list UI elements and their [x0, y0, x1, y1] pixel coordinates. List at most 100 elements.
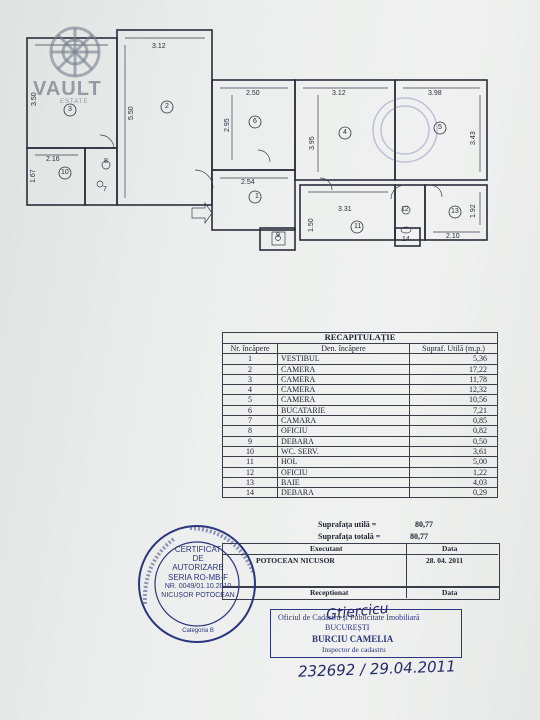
dim-label: 5.50 — [128, 106, 135, 120]
suprafata-utila-label: Suprafața utilă = — [318, 520, 377, 529]
room-number-cell: 7 — [222, 415, 278, 427]
room-14-outline — [394, 227, 421, 247]
room-area-cell: 0,85 — [409, 415, 498, 427]
col-header: Nr. încăpere — [222, 342, 278, 355]
room-number: 10 — [61, 169, 69, 176]
floor-plan — [26, 26, 488, 251]
room-name-cell: CAMARA — [277, 415, 410, 427]
col-header: Supraf. Utilă (m.p.) — [409, 342, 498, 355]
dim-label: 1.67 — [30, 169, 37, 183]
room-number: 4 — [343, 129, 347, 136]
room-number: 9 — [276, 232, 280, 239]
room-name-cell: BAIE — [277, 476, 410, 489]
room-area-cell: 3,61 — [409, 445, 498, 458]
dim-label: 2.95 — [224, 118, 231, 132]
room-area-cell: 0,50 — [409, 435, 498, 447]
room-1-outline — [211, 169, 296, 231]
room-number: 14 — [402, 236, 410, 243]
dim-label: 2.10 — [446, 233, 460, 240]
room-number: 6 — [253, 118, 257, 125]
dim-label: 3.50 — [31, 92, 38, 106]
room-area-cell: 1,22 — [409, 466, 498, 478]
executant-name: POTOCEAN NICUSOR — [256, 556, 335, 565]
logo-sub: ESTATE — [60, 99, 89, 105]
dim-label: 3.12 — [332, 90, 346, 97]
room-number-cell: 12 — [222, 466, 278, 478]
room-9-outline — [259, 227, 296, 251]
room-area-cell: 5,36 — [409, 353, 498, 365]
room-number: 7 — [103, 186, 107, 193]
stamp-text: CERTIFICAT DE AUTORIZARE SERIA RO-MB-F N… — [161, 545, 235, 600]
room-8-outline — [84, 147, 118, 206]
room-name-cell: DEBARA — [277, 435, 410, 447]
room-number: 1 — [255, 193, 259, 200]
room-number-cell: 14 — [222, 487, 278, 499]
room-number: 3 — [68, 106, 72, 113]
room-number-cell: 6 — [222, 404, 278, 417]
logo-name: VAULT — [33, 78, 102, 100]
room-name-cell: WC. SERV. — [277, 445, 410, 458]
recap-title: RECAPITULAȚIE — [222, 332, 498, 344]
room-area-cell: 0,29 — [409, 487, 498, 499]
room-name-cell: CAMERA — [277, 373, 410, 386]
room-number: 2 — [165, 103, 169, 110]
receptionat-box — [222, 586, 500, 600]
room-area-cell: 10,56 — [409, 394, 498, 406]
receptionat-label: Receptionat — [310, 588, 349, 597]
dim-label: 3.43 — [470, 131, 477, 145]
room-area-cell: 0,82 — [409, 425, 498, 437]
data-label: Data — [442, 544, 458, 553]
room-area-cell: 4,03 — [409, 476, 498, 489]
room-name-cell: HOL — [277, 456, 410, 468]
suprafata-totala-value: 80,77 — [410, 532, 428, 541]
dim-label: 3.12 — [152, 43, 166, 50]
room-5-outline — [394, 79, 488, 181]
room-area-cell: 11,78 — [409, 373, 498, 386]
room-number-cell: 5 — [222, 394, 278, 406]
room-number-cell: 9 — [222, 435, 278, 447]
oficiu-role: Inspector de cadastru — [322, 645, 386, 654]
data-label-2: Data — [442, 588, 458, 597]
dim-label: 1.50 — [308, 218, 315, 232]
suprafata-utila-value: 80,77 — [415, 520, 433, 529]
oficiu-line1: Oficiul de Cadastru și Publicitate Imobi… — [278, 613, 420, 622]
room-number: 5 — [438, 124, 442, 131]
room-number: 8 — [104, 158, 108, 165]
room-name-cell: VESTIBUL — [277, 353, 410, 365]
room-number: 13 — [451, 208, 459, 215]
dim-label: 2.50 — [246, 90, 260, 97]
room-area-cell: 12,32 — [409, 384, 498, 396]
suprafata-totala-label: Suprafața totală = — [318, 532, 381, 541]
room-13-outline — [424, 184, 488, 241]
recap-header-row: Nr. încăpere Den. încăpere Supraf. Utilă… — [222, 342, 498, 355]
stamp-category: Categoria B — [182, 628, 214, 634]
dim-label: 3.31 — [338, 206, 352, 213]
room-number: 11 — [354, 223, 362, 230]
col-header: Den. încăpere — [277, 342, 410, 355]
room-number-cell: 4 — [222, 384, 278, 396]
room-name-cell: CAMERA — [277, 384, 410, 396]
room-number-cell: 13 — [222, 476, 278, 489]
dim-label: 2.54 — [241, 179, 255, 186]
room-name-cell: CAMERA — [277, 394, 410, 406]
dim-label: 3.95 — [309, 136, 316, 150]
room-number: 12 — [401, 206, 409, 213]
oficiu-name: BURCIU CAMELIA — [312, 634, 394, 644]
executant-label: Executant — [310, 544, 343, 553]
room-area-cell: 17,22 — [409, 363, 498, 375]
room-name-cell: DEBARA — [277, 487, 410, 499]
